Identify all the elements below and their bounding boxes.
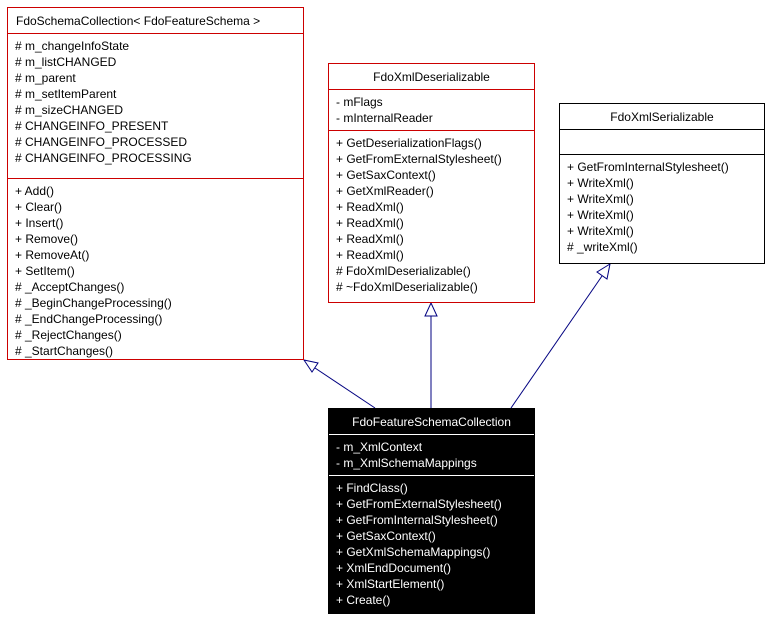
method-row: + WriteXml()	[567, 176, 634, 190]
attribute-row: # CHANGEINFO_PRESENT	[15, 119, 169, 133]
method-row: # ~FdoXmlDeserializable()	[336, 280, 478, 294]
attribute-row: - m_XmlContext	[336, 440, 423, 454]
method-row: + GetSaxContext()	[336, 529, 436, 543]
methods-section: + Add() + Clear() + Insert() + Remove() + Re…	[8, 179, 303, 363]
method-row: + WriteXml()	[567, 192, 634, 206]
class-fdoxmlserializable[interactable]: FdoXmlSerializable + GetFromInternalStyl…	[559, 103, 765, 264]
method-row: + Insert()	[15, 216, 64, 230]
method-row: # _StartChanges()	[15, 344, 114, 358]
edge-to-xml-serializable	[510, 275, 603, 409]
method-row: + SetItem()	[15, 264, 75, 278]
edge-to-schema-collection	[311, 365, 376, 409]
method-row: + GetFromExternalStylesheet()	[336, 497, 502, 511]
method-row: # _EndChangeProcessing()	[15, 312, 163, 326]
method-row: # _RejectChanges()	[15, 328, 122, 342]
attribute-row: # m_parent	[15, 71, 76, 85]
class-fdoxmldeserializable[interactable]: FdoXmlDeserializable - mFlags - mInternal…	[328, 63, 535, 303]
attributes-section: # m_changeInfoState # m_listCHANGED # m_pa…	[8, 34, 303, 179]
method-row: + ReadXml()	[336, 248, 404, 262]
method-row: + GetFromExternalStylesheet()	[336, 152, 502, 166]
method-row: + GetXmlSchemaMappings()	[336, 545, 491, 559]
method-row: + ReadXml()	[336, 216, 404, 230]
method-row: # _writeXml()	[567, 240, 638, 254]
method-row: + GetXmlReader()	[336, 184, 434, 198]
method-row: + Add()	[15, 184, 55, 198]
attributes-section: - m_XmlContext - m_XmlSchemaMappings	[329, 435, 534, 476]
attribute-row: # CHANGEINFO_PROCESSED	[15, 135, 188, 149]
method-row: + GetFromInternalStylesheet()	[567, 160, 729, 174]
class-fdofeatureschemacollection[interactable]: FdoFeatureSchemaCollection - m_XmlContex…	[328, 408, 535, 614]
attributes-section	[560, 130, 764, 155]
edge-arrowhead-schema-collection	[302, 359, 319, 373]
method-row: + WriteXml()	[567, 208, 634, 222]
class-name: FdoXmlSerializable	[560, 104, 764, 130]
attribute-row: - mInternalReader	[336, 111, 433, 125]
method-row: + Remove()	[15, 232, 79, 246]
method-row: # FdoXmlDeserializable()	[336, 264, 471, 278]
method-row: + GetSaxContext()	[336, 168, 436, 182]
method-row: + RemoveAt()	[15, 248, 90, 262]
method-row: + GetDeserializationFlags()	[336, 136, 482, 150]
method-row: + WriteXml()	[567, 224, 634, 238]
method-row: + ReadXml()	[336, 232, 404, 246]
methods-section: + GetDeserializationFlags() + GetFromExte…	[329, 131, 534, 299]
attribute-row: # m_sizeCHANGED	[15, 103, 124, 117]
edge-arrowhead-xml-serializable	[596, 262, 611, 280]
attribute-row: # m_listCHANGED	[15, 55, 117, 69]
methods-section: + GetFromInternalStylesheet() + WriteXml(…	[560, 155, 764, 259]
attributes-section: - mFlags - mInternalReader	[329, 90, 534, 131]
method-row: # _AcceptChanges()	[15, 280, 125, 294]
method-row: + Create()	[336, 593, 391, 607]
class-name: FdoXmlDeserializable	[329, 64, 534, 90]
method-row: + GetFromInternalStylesheet()	[336, 513, 498, 527]
method-row: # _BeginChangeProcessing()	[15, 296, 172, 310]
class-fdoschemacollection[interactable]: FdoSchemaCollection< FdoFeatureSchema > …	[7, 7, 304, 360]
attribute-row: # CHANGEINFO_PROCESSING	[15, 151, 192, 165]
attribute-row: - m_XmlSchemaMappings	[336, 456, 477, 470]
method-row: + Clear()	[15, 200, 63, 214]
attribute-row: # m_changeInfoState	[15, 39, 130, 53]
attribute-row: - mFlags	[336, 95, 383, 109]
class-name: FdoFeatureSchemaCollection	[329, 409, 534, 435]
attribute-row: # m_setItemParent	[15, 87, 117, 101]
methods-section: + FindClass() + GetFromExternalStylesheet…	[329, 476, 534, 612]
method-row: + XmlEndDocument()	[336, 561, 452, 575]
method-row: + FindClass()	[336, 481, 408, 495]
method-row: + XmlStartElement()	[336, 577, 445, 591]
edge-arrowhead-xml-deserializable	[424, 301, 438, 317]
class-name: FdoSchemaCollection< FdoFeatureSchema >	[8, 8, 303, 34]
method-row: + ReadXml()	[336, 200, 404, 214]
